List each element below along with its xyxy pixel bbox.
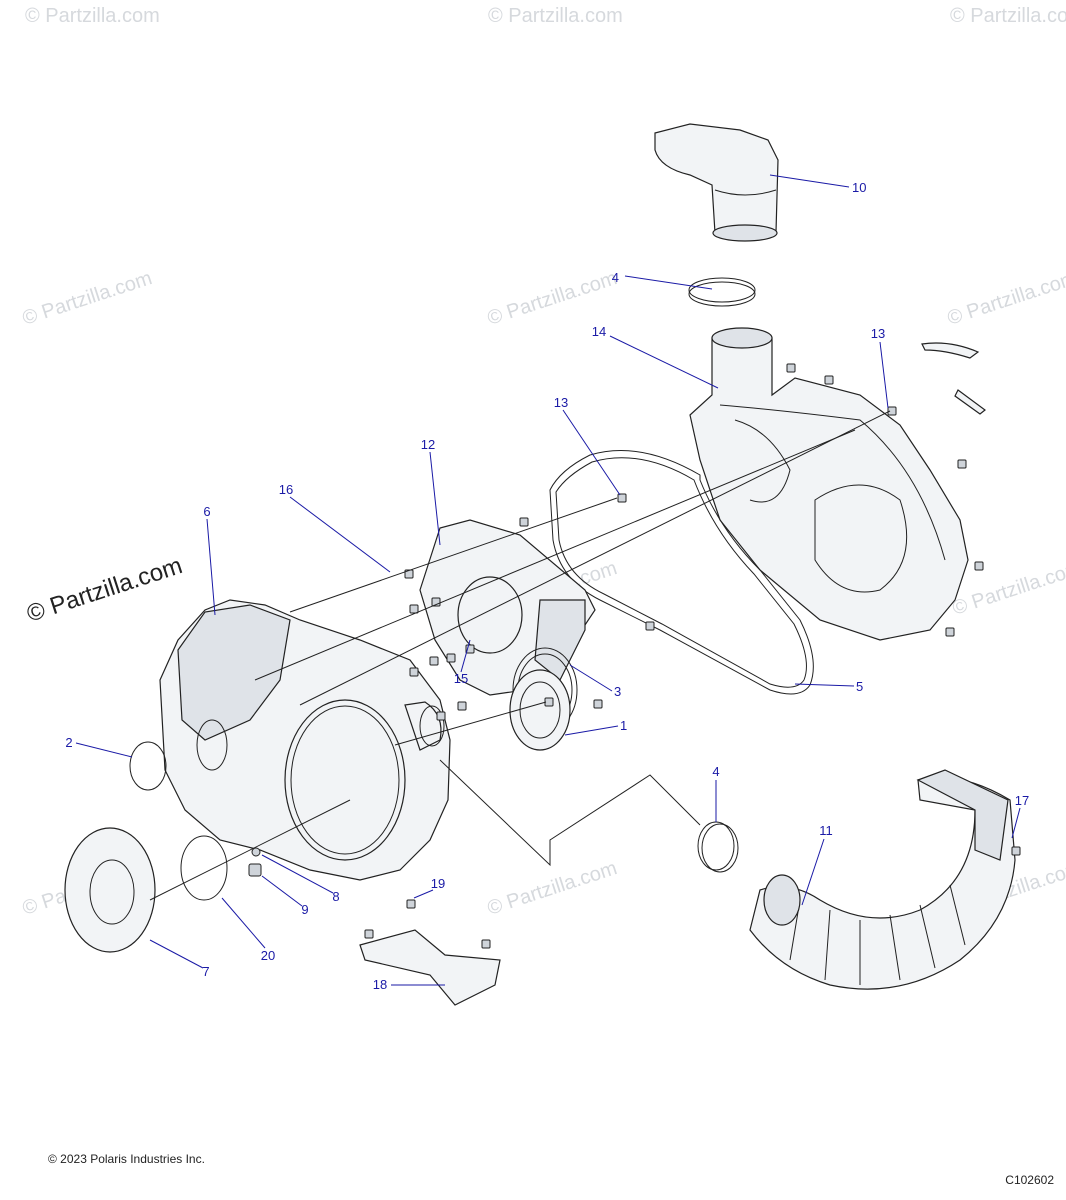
watermark-text: © Partzilla.com [945, 267, 1066, 330]
watermark-text: © Partzilla.com [950, 557, 1066, 620]
watermark-text: © Partzilla.com [488, 5, 623, 27]
callout-12[interactable]: 12 [421, 437, 435, 452]
callout-1[interactable]: 1 [620, 718, 627, 733]
watermark-logo-text: © Partzilla.com [24, 552, 186, 628]
fasteners [364, 363, 1021, 949]
part-large-o-ring [180, 835, 228, 901]
watermark-text: © Partzilla.com [25, 5, 160, 27]
callout-15[interactable]: 15 [454, 671, 468, 686]
callout-19[interactable]: 19 [431, 876, 445, 891]
callout-2[interactable]: 2 [65, 735, 72, 750]
part-inner-clutch-cover [159, 599, 451, 881]
watermark-text: © Partzilla.com [950, 5, 1066, 27]
callout-17[interactable]: 17 [1015, 793, 1029, 808]
callout-18[interactable]: 18 [373, 977, 387, 992]
part-outer-clutch-cover [689, 327, 969, 641]
copyright-notice: © 2023 Polaris Industries Inc. [48, 1152, 205, 1166]
leader-lines [75, 174, 1021, 986]
callout-11[interactable]: 11 [819, 823, 833, 838]
callout-9[interactable]: 9 [301, 902, 308, 917]
alignment-lines [149, 410, 891, 901]
diagram-id: C102602 [1005, 1173, 1054, 1187]
part-intake-duct [749, 769, 1016, 990]
part-inner-duct [419, 519, 596, 696]
callout-16[interactable]: 16 [279, 482, 293, 497]
part-hose-clamp-upper [688, 277, 756, 307]
callout-8[interactable]: 8 [332, 889, 339, 904]
callout-4-lower[interactable]: 4 [712, 764, 719, 779]
part-cover-gasket [549, 450, 814, 695]
part-cover-cap [64, 827, 156, 953]
callout-13-right[interactable]: 13 [871, 326, 885, 341]
part-retaining-plate [509, 669, 571, 751]
watermark-text: © Partzilla.com [20, 267, 155, 330]
callout-5[interactable]: 5 [856, 679, 863, 694]
callout-14[interactable]: 14 [592, 324, 606, 339]
callout-3[interactable]: 3 [614, 684, 621, 699]
callout-7[interactable]: 7 [202, 964, 209, 979]
watermark-text: © Partzilla.com [485, 857, 620, 920]
part-seal-strip [954, 389, 986, 415]
part-mounting-bracket [359, 929, 501, 1006]
callout-13-left[interactable]: 13 [554, 395, 568, 410]
callout-20[interactable]: 20 [261, 948, 275, 963]
part-o-ring [129, 741, 167, 791]
part-washer [251, 847, 261, 857]
callout-4-upper[interactable]: 4 [612, 270, 619, 285]
callout-6[interactable]: 6 [203, 504, 210, 519]
part-hose-clamp-lower [697, 821, 739, 873]
callouts: 10 4 14 13 13 12 16 6 5 3 1 15 2 4 17 11… [65, 180, 1029, 992]
watermark-text: © Partzilla.com [485, 267, 620, 330]
part-intake-elbow [654, 123, 779, 242]
part-drain-plug [248, 863, 262, 877]
callout-10[interactable]: 10 [852, 180, 866, 195]
part-seal-strip [921, 342, 980, 359]
